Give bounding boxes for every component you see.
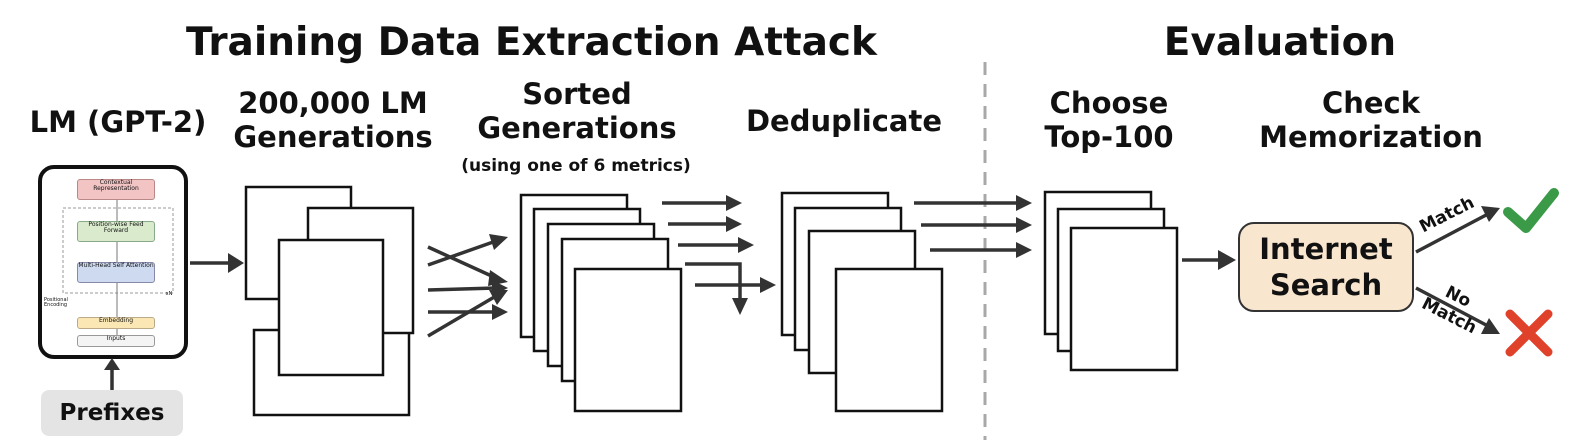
attack-section-title: Training Data Extraction Attack	[186, 20, 877, 65]
dedup-arrows	[662, 195, 776, 315]
no-match-arrow	[1415, 286, 1489, 328]
choose-label-line2: Top-100	[1044, 120, 1174, 155]
lm-stage-label: LM (GPT-2)	[29, 105, 207, 139]
prefixes-arrowhead	[104, 358, 120, 370]
sorted-stage-label: Sorted Generations	[462, 77, 692, 145]
contextual-representation-block: Contextual Representation	[77, 179, 155, 200]
check-label-line1: Check	[1321, 86, 1421, 120]
inputs-block: Inputs	[77, 335, 155, 347]
no-match-arrowhead	[1481, 318, 1500, 334]
internet-search-box: Internet Search	[1238, 222, 1414, 312]
search-label-line1: Internet	[1259, 231, 1393, 266]
sorting-arrows	[427, 234, 508, 338]
prefixes-input: Prefixes	[41, 390, 183, 436]
sorted-pages	[519, 193, 683, 413]
layer-repeat-label: xN	[165, 291, 173, 297]
top100-to-search-arrowhead	[1218, 250, 1236, 270]
search-label-line2: Search	[1269, 268, 1383, 302]
dedup-stage-label: Deduplicate	[745, 104, 943, 138]
generations-stage-label: 200,000 LM Generations	[228, 86, 438, 154]
generations-label-line1: 200,000 LM	[238, 86, 428, 120]
choose-label-line1: Choose	[1049, 86, 1169, 120]
generations-label-line2: Generations	[233, 120, 433, 155]
top100-arrows	[914, 195, 1032, 258]
match-arrow	[1415, 212, 1489, 254]
sorted-label-line2: Generations	[477, 111, 677, 146]
sorted-label-line1: Sorted	[522, 77, 632, 111]
check-icon	[1503, 188, 1559, 233]
evaluation-section-title: Evaluation	[1163, 20, 1397, 65]
generations-pages	[244, 185, 415, 417]
generation-page	[277, 238, 385, 377]
embedding-block: Embedding	[77, 317, 155, 329]
transformer-block-outline	[62, 207, 174, 294]
positional-encoding-label: Positional Encoding	[44, 297, 68, 309]
model-to-generations-arrowhead	[228, 253, 244, 273]
dedup-pages	[780, 191, 944, 413]
check-label-line2: Memorization	[1259, 120, 1483, 155]
match-arrowhead	[1481, 206, 1500, 222]
sorted-metric-note: (using one of 6 metrics)	[461, 156, 691, 176]
cross-icon	[1505, 309, 1553, 357]
choose-stage-label: Choose Top-100	[1024, 86, 1194, 154]
check-stage-label: Check Memorization	[1246, 86, 1496, 154]
self-attention-block: Multi-Head Self Attention	[77, 262, 155, 283]
top100-pages	[1043, 190, 1179, 372]
feed-forward-block: Position-wise Feed Forward	[77, 221, 155, 242]
